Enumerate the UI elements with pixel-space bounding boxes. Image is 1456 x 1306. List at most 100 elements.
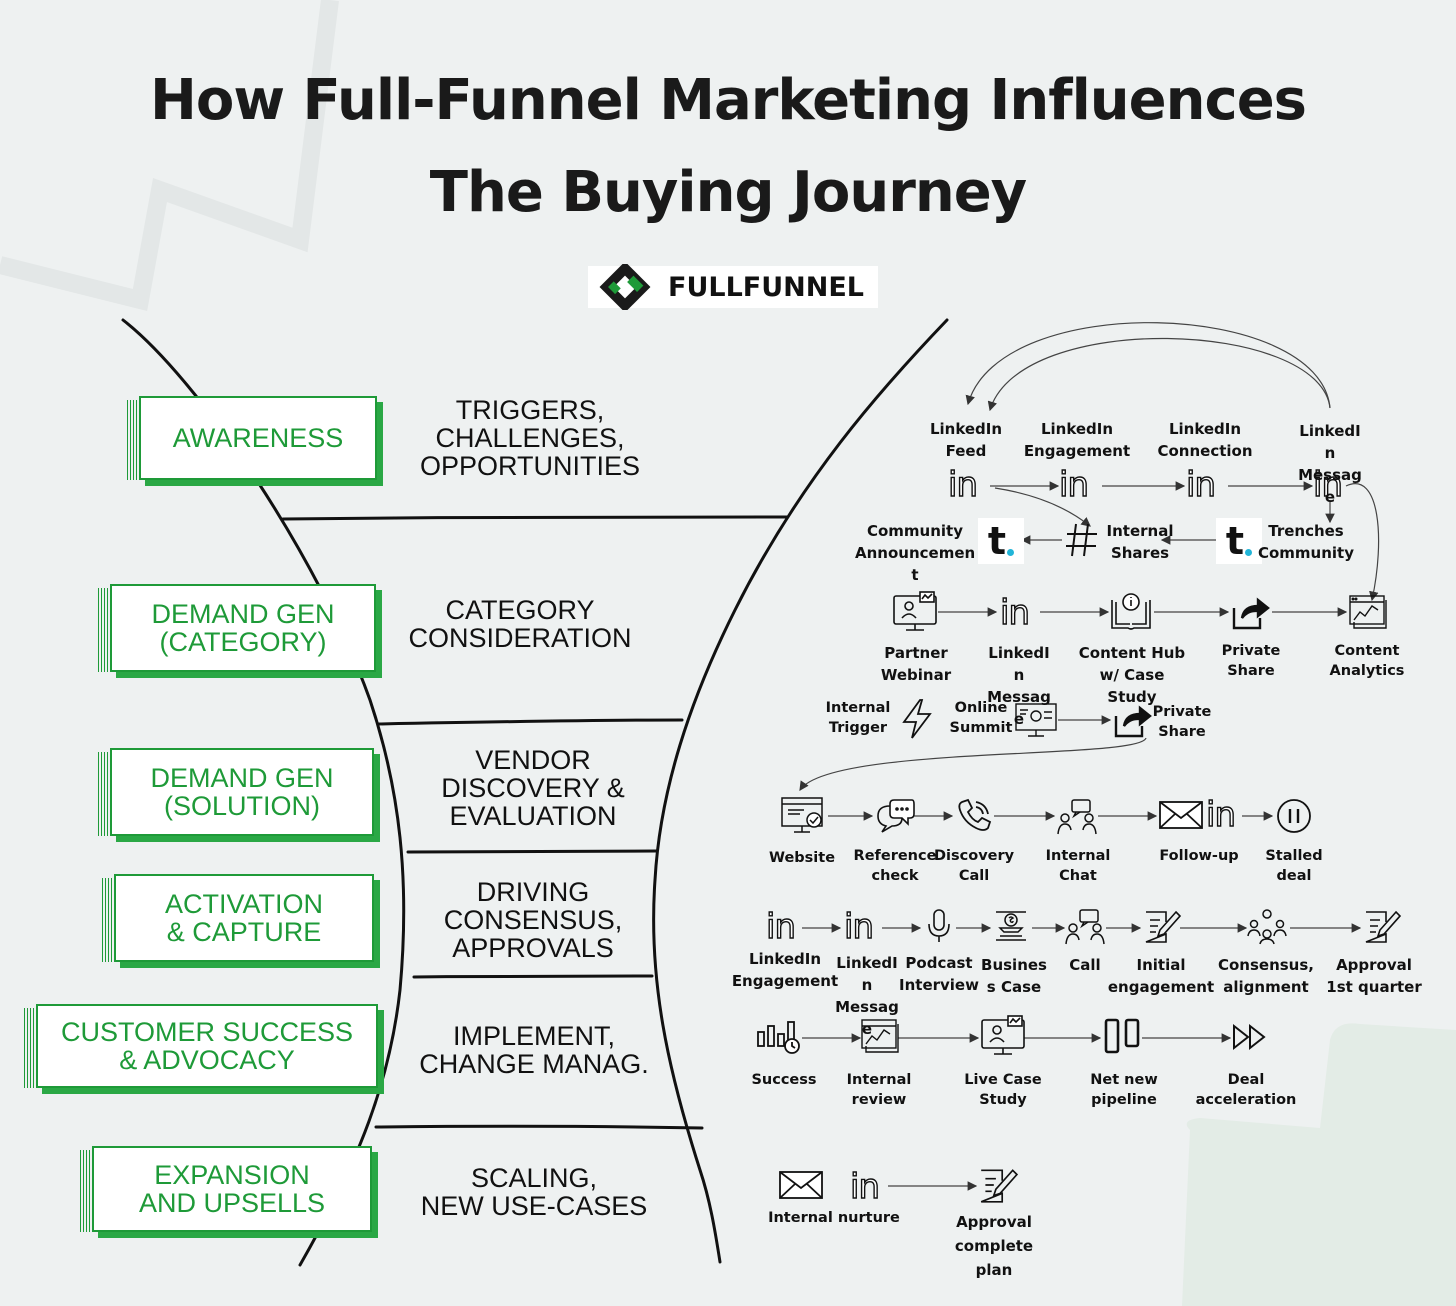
edit-doc-icon	[1145, 910, 1182, 943]
journey-label-business-case: Busines s Case	[981, 956, 1047, 996]
journey-label-linkedin-feed: LinkedIn Feed	[929, 420, 1003, 460]
stage-description-implement: IMPLEMENT, CHANGE MANAG.	[419, 1021, 649, 1079]
stage-description-vendor: VENDOR DISCOVERY & EVALUATION	[441, 745, 625, 831]
edit-doc-icon	[1365, 910, 1402, 943]
journey-label-reference-check: Reference check	[853, 848, 937, 884]
chat-bubbles-icon	[877, 799, 915, 833]
page-title: How Full-Funnel Marketing Influences	[149, 68, 1307, 133]
journey-label-internal-shares: Internal Shares	[1106, 522, 1174, 562]
funnel-divider-4	[412, 974, 654, 979]
linkedin-icon: in	[765, 907, 796, 947]
journey-label-internal-trigger: Internal Trigger	[825, 700, 891, 736]
linkedin-icon: in	[1312, 465, 1343, 505]
share-icon	[1232, 597, 1270, 630]
stage-description-category: CATEGORY CONSIDERATION	[408, 595, 632, 653]
pause-icon	[1277, 799, 1311, 833]
journey-label-linkedin-connection: LinkedIn Connection	[1157, 420, 1253, 460]
journey-label-linkedin-engagement-2: LinkedIn Engagement	[731, 950, 839, 990]
journey-label-community-announcement: Community Announcemen t	[855, 522, 976, 584]
bar-chart-clock-icon	[757, 1021, 800, 1054]
trenches-logo: t	[1216, 518, 1262, 564]
journey-label-online-summit: Online Summit	[949, 700, 1013, 736]
summit-icon	[1015, 703, 1057, 737]
funnel-divider-3	[406, 849, 658, 854]
linkedin-icon: in	[947, 465, 978, 505]
analytics-icon	[1349, 595, 1387, 629]
journey-label-linkedin-message: LinkedI n Messag e	[1298, 422, 1362, 506]
fullfunnel-logo: FULLFUNNEL	[588, 264, 878, 310]
people-chat-icon	[1057, 799, 1097, 835]
journey-label-consensus-alignment: Consensus, alignment	[1217, 956, 1314, 996]
webinar-icon	[981, 1015, 1025, 1055]
mail-linkedin-icon	[1159, 801, 1203, 829]
stage-awareness: AWARENESS	[127, 396, 377, 480]
analytics-icon	[861, 1019, 899, 1053]
linkedin-icon: in	[999, 593, 1030, 633]
journey-label-internal-nurture: Internal nurture	[768, 1210, 900, 1226]
journey-label-internal-chat: Internal Chat	[1045, 848, 1111, 884]
business-case-icon	[996, 911, 1026, 941]
journey-label-success: Success	[751, 1072, 817, 1088]
journey-label-net-new-pipeline: Net new pipeline	[1090, 1072, 1158, 1108]
linkedin-icon: in	[1058, 465, 1089, 505]
share-icon	[1114, 705, 1152, 738]
journey-label-linkedin-engagement: LinkedIn Engagement	[1023, 420, 1131, 460]
linkedin-icon: in	[849, 1167, 880, 1207]
journey-label-linkedin-message-3: LinkedI n Messag e	[835, 954, 899, 1038]
journey-label-website: Website	[768, 850, 836, 866]
page-subtitle: The Buying Journey	[429, 160, 1027, 225]
stage-description-consensus: DRIVING CONSENSUS, APPROVALS	[443, 877, 623, 963]
journey-label-podcast-interview: Podcast Interview	[899, 954, 979, 994]
website-icon	[781, 797, 823, 833]
funnel-divider-1	[281, 515, 789, 521]
journey-label-private-share: Private Share	[1221, 643, 1281, 679]
stage-customer-success: CUSTOMER SUCCESS & ADVOCACY	[24, 1004, 378, 1088]
fullfunnel-logo-mark	[599, 264, 651, 310]
journey-label-call: Call	[1069, 956, 1101, 974]
funnel-divider-5	[374, 1124, 704, 1130]
lightning-icon	[902, 699, 932, 739]
pillars-icon	[1104, 1018, 1140, 1054]
journey-label-trenches-community: Trenches Community	[1257, 522, 1355, 562]
edit-doc-icon	[980, 1169, 1019, 1203]
stage-expansion-upsells: EXPANSION AND UPSELLS	[80, 1146, 372, 1232]
journey-label-approval-complete-plan: Approval complete plan	[954, 1213, 1034, 1279]
journey-label-content-analytics: Content Analytics	[1329, 643, 1405, 679]
fullfunnel-logo-text: FULLFUNNEL	[668, 271, 864, 303]
stage-demand-gen-solution: DEMAND GEN (SOLUTION)	[98, 748, 374, 836]
stage-demand-gen-category: DEMAND GEN (CATEGORY)	[98, 584, 376, 672]
funnel-divider-2	[376, 718, 684, 726]
journey-label-internal-review: Internal review	[846, 1072, 912, 1108]
linkedin-icon: in	[1205, 795, 1236, 835]
journey-label-linkedin-message-2: LinkedI n Messag e	[987, 644, 1051, 728]
journey-label-follow-up: Follow-up	[1159, 848, 1239, 864]
people-chat-icon	[1065, 909, 1105, 945]
linkedin-icon: in	[843, 907, 874, 947]
journey-label-discovery-call: Discovery Call	[934, 848, 1015, 884]
journey-label-live-case-study: Live Case Study	[964, 1072, 1042, 1108]
phone-icon	[958, 798, 992, 831]
trenches-logo: t	[978, 518, 1024, 564]
journey-label-content-hub: Content Hub w/ Case Study	[1078, 644, 1186, 706]
microphone-icon	[928, 909, 950, 942]
stage-activation-capture: ACTIVATION & CAPTURE	[102, 874, 374, 962]
webinar-icon	[893, 591, 937, 631]
journey-label-approval-1st-quarter: Approval 1st quarter	[1326, 956, 1422, 996]
content-hub-icon	[1111, 593, 1151, 630]
hashtag-icon	[1066, 523, 1097, 557]
journey-label-deal-acceleration: Deal acceleration	[1195, 1072, 1297, 1108]
stage-description-awareness: TRIGGERS, CHALLENGES, OPPORTUNITIES	[419, 395, 641, 481]
linkedin-icon: in	[1185, 465, 1216, 505]
mail-linkedin-icon	[779, 1171, 823, 1199]
team-icon	[1247, 909, 1287, 945]
fast-forward-icon	[1233, 1023, 1266, 1051]
stage-description-scaling: SCALING, NEW USE-CASES	[420, 1163, 648, 1221]
journey-label-private-share-2: Private Share	[1152, 704, 1212, 740]
funnel-right-edge	[652, 318, 949, 1264]
journey-label-initial-engagement: Initial engagement	[1107, 956, 1215, 996]
journey-label-stalled-deal: Stalled deal	[1265, 848, 1323, 884]
